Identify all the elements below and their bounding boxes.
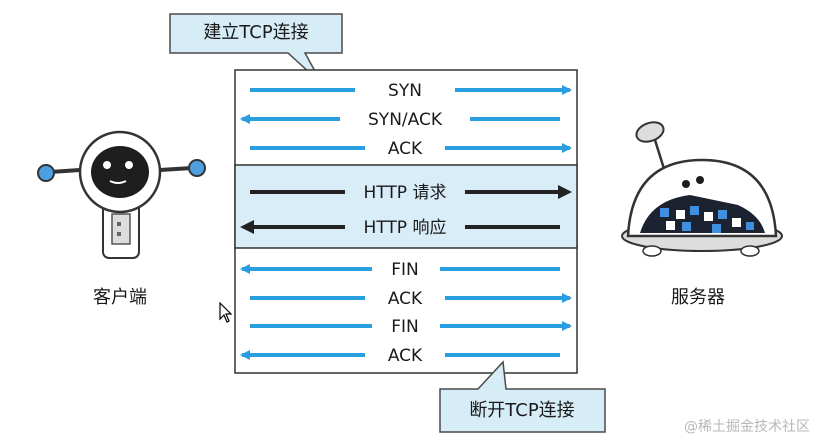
syn-message: SYN xyxy=(250,81,572,101)
fin-label-2: FIN xyxy=(391,317,419,337)
handshake-section: SYN SYN/ACK ACK xyxy=(240,81,572,159)
http-response-label: HTTP 响应 xyxy=(364,218,447,238)
open-connection-callout: 建立TCP连接 xyxy=(169,13,343,85)
http-band xyxy=(234,164,578,249)
watermark: @稀土掘金技术社区 xyxy=(684,419,810,435)
fin-label-1: FIN xyxy=(391,260,419,280)
syn-label: SYN xyxy=(388,81,422,101)
open-connection-label: 建立TCP连接 xyxy=(203,22,308,43)
ack-message-2: ACK xyxy=(250,289,572,309)
http-response-message: HTTP 响应 xyxy=(240,218,560,238)
server-label: 服务器 xyxy=(671,287,725,308)
ack-message-3: ACK xyxy=(240,346,560,366)
syn-ack-label: SYN/ACK xyxy=(368,110,443,130)
client-label: 客户端 xyxy=(93,287,147,308)
client-robot-icon xyxy=(37,130,206,259)
http-request-label: HTTP 请求 xyxy=(364,183,447,203)
server-robot-icon xyxy=(621,121,783,257)
teardown-section: FIN ACK FIN ACK xyxy=(240,260,572,366)
ack-label-1: ACK xyxy=(388,139,423,159)
mouse-cursor-icon xyxy=(219,302,233,323)
http-request-message: HTTP 请求 xyxy=(250,183,572,203)
close-connection-callout: 断开TCP连接 xyxy=(439,360,606,433)
close-connection-label: 断开TCP连接 xyxy=(469,400,574,421)
ack-label-2: ACK xyxy=(388,289,423,309)
fin-message-2: FIN xyxy=(250,317,572,337)
ack-label-3: ACK xyxy=(388,346,423,366)
http-section: HTTP 请求 HTTP 响应 xyxy=(240,183,572,238)
syn-ack-message: SYN/ACK xyxy=(240,110,560,130)
ack-message-1: ACK xyxy=(250,139,572,159)
fin-message-1: FIN xyxy=(240,260,560,280)
